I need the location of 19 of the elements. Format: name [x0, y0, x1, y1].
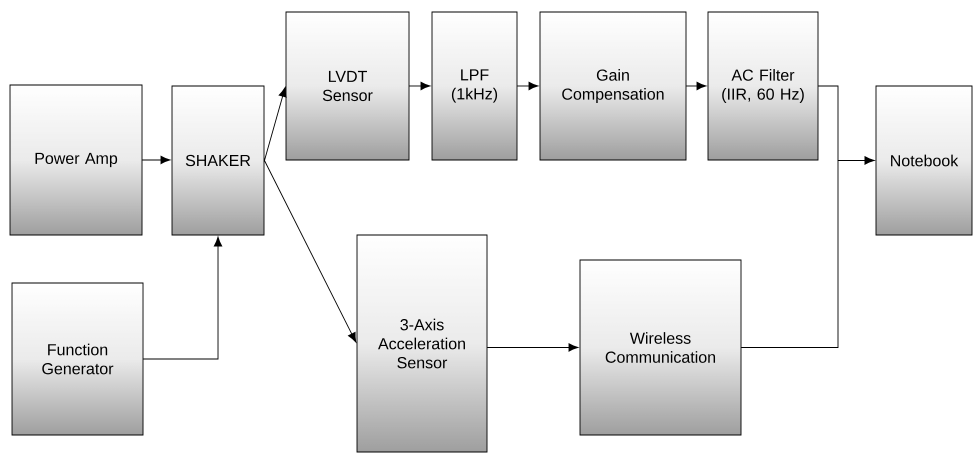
block-box: Gain Compensation — [540, 12, 686, 160]
block-box: Wireless Communication — [580, 260, 742, 436]
arrow — [686, 82, 706, 90]
block-box: AC Filter (IIR, 60 Hz) — [708, 12, 818, 160]
arrow — [517, 82, 538, 90]
block-box: LVDT Sensor — [286, 12, 410, 160]
arrow — [264, 160, 356, 342]
block-box: LPF (1kHz) — [432, 12, 518, 160]
block-box: 3-Axis Acceleration Sensor — [356, 234, 488, 452]
arrow — [741, 156, 874, 348]
block-box: Function Generator — [12, 282, 144, 436]
block-box: SHAKER — [172, 86, 264, 236]
arrow — [264, 87, 287, 161]
block-box: Power Amp — [10, 84, 142, 236]
arrow — [487, 343, 578, 352]
arrow — [142, 156, 170, 164]
arrow — [143, 236, 222, 360]
arrow — [409, 82, 430, 90]
block-box: Notebook — [876, 86, 972, 236]
